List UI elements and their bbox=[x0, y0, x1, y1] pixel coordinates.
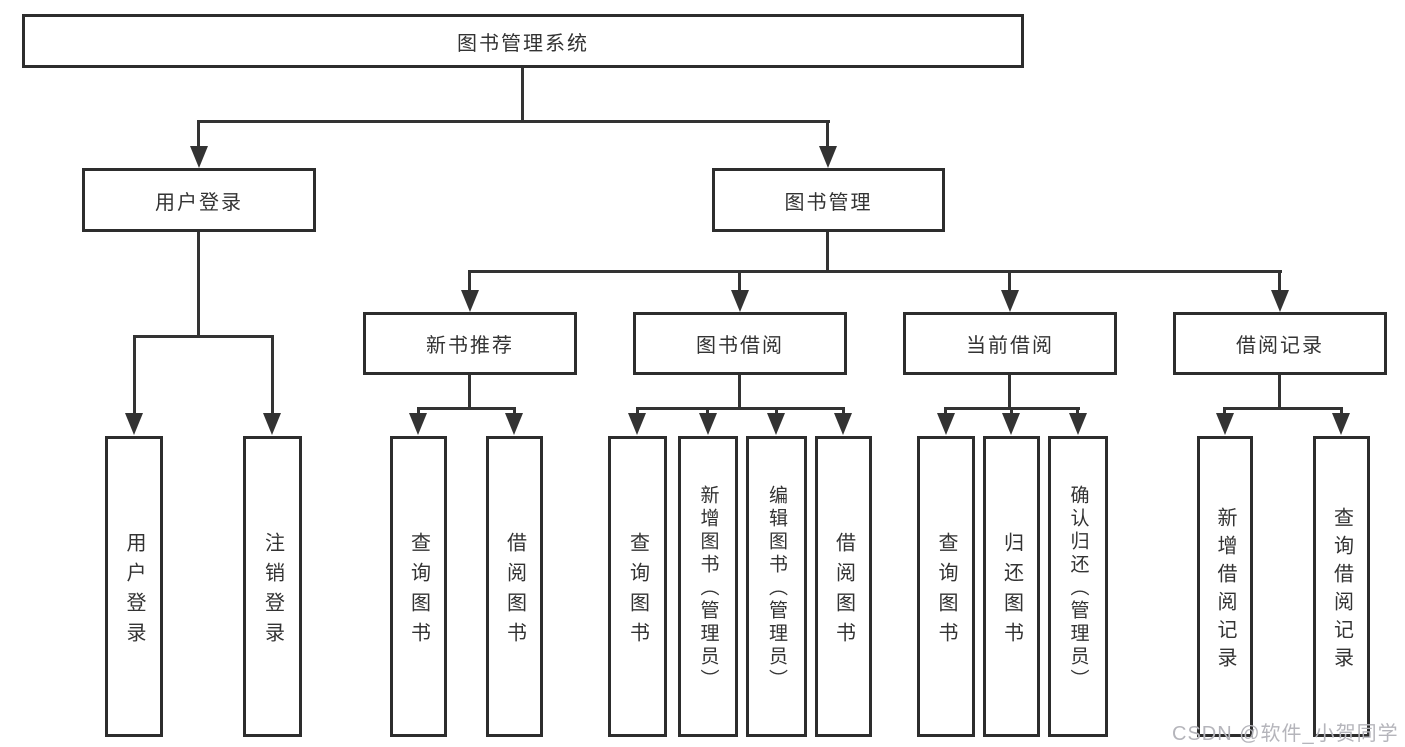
connector-segment bbox=[738, 375, 741, 409]
leaf-borrow-books-recommend: 借阅图书 bbox=[486, 436, 543, 737]
leaf-borrow-books: 借阅图书 bbox=[815, 436, 872, 737]
connector-bar bbox=[417, 407, 516, 410]
node-label: 编辑图书（管理员） bbox=[766, 485, 787, 692]
leaf-return-book: 归还图书 bbox=[983, 436, 1040, 737]
node-label: 用户登录 bbox=[123, 531, 145, 652]
connector-segment bbox=[738, 270, 741, 294]
arrowhead-down-icon bbox=[699, 413, 717, 435]
node-label: 新增图书（管理员） bbox=[697, 485, 719, 692]
leaf-query-books-recommend: 查询图书 bbox=[390, 436, 447, 737]
connector-book-mgmt-stem bbox=[826, 232, 829, 272]
node-label: 借阅图书 bbox=[832, 531, 855, 652]
connector-segment bbox=[197, 120, 200, 148]
connector-level2-bar bbox=[197, 120, 830, 123]
leaf-query-books-current: 查询图书 bbox=[917, 436, 975, 737]
arrowhead-down-icon bbox=[937, 413, 955, 435]
node-label: 确认归还（管理员） bbox=[1067, 485, 1089, 692]
connector-segment bbox=[775, 407, 778, 417]
arrowhead-down-icon bbox=[1332, 413, 1350, 435]
node-label: 新增借阅记录 bbox=[1214, 506, 1236, 675]
connector-segment bbox=[1008, 375, 1011, 409]
connector-segment bbox=[1278, 270, 1281, 294]
connector-segment bbox=[1076, 407, 1079, 417]
connector-segment bbox=[1010, 407, 1013, 417]
node-label: 借阅图书 bbox=[503, 531, 526, 652]
leaf-query-books-borrow: 查询图书 bbox=[608, 436, 667, 737]
node-label: 新书推荐 bbox=[426, 335, 514, 357]
connector-segment bbox=[1223, 407, 1226, 417]
leaf-add-book-admin: 新增图书（管理员） bbox=[678, 436, 738, 737]
node-label: 查询图书 bbox=[626, 531, 649, 652]
connector-segment bbox=[636, 407, 639, 417]
connector-segment bbox=[706, 407, 709, 417]
node-book-management: 图书管理 bbox=[712, 168, 945, 232]
node-label: 借阅记录 bbox=[1236, 335, 1324, 357]
arrowhead-down-icon bbox=[1216, 413, 1234, 435]
connector-segment bbox=[1008, 270, 1011, 294]
arrowhead-down-icon bbox=[628, 413, 646, 435]
connector-bar bbox=[636, 407, 845, 410]
arrowhead-down-icon bbox=[1001, 290, 1019, 312]
arrowhead-down-icon bbox=[1271, 290, 1289, 312]
connector-user-login-stem bbox=[197, 232, 200, 338]
connector-user-login-bar bbox=[133, 335, 274, 338]
arrowhead-down-icon bbox=[461, 290, 479, 312]
connector-segment bbox=[417, 407, 420, 417]
connector-segment bbox=[468, 270, 471, 294]
connector-segment bbox=[826, 120, 829, 148]
arrowhead-down-icon bbox=[767, 413, 785, 435]
connector-segment bbox=[1340, 407, 1343, 417]
connector-level3-bar bbox=[468, 270, 1282, 273]
node-label: 图书管理系统 bbox=[457, 32, 589, 55]
connector-segment bbox=[468, 375, 471, 409]
node-label: 图书管理 bbox=[784, 191, 873, 214]
watermark: CSDN @软件_小贺同学 bbox=[1172, 723, 1399, 745]
arrowhead-down-icon bbox=[1069, 413, 1087, 435]
arrowhead-down-icon bbox=[819, 146, 837, 168]
connector-segment bbox=[271, 335, 274, 415]
node-label: 图书借阅 bbox=[696, 335, 784, 357]
connector-segment bbox=[842, 407, 845, 417]
node-book-management-system: 图书管理系统 bbox=[22, 14, 1024, 68]
node-label: 查询图书 bbox=[407, 531, 430, 652]
node-new-book-recommend: 新书推荐 bbox=[363, 312, 577, 375]
leaf-add-borrow-record: 新增借阅记录 bbox=[1197, 436, 1253, 737]
node-user-login: 用户登录 bbox=[82, 168, 316, 232]
node-label: 用户登录 bbox=[155, 191, 243, 214]
connector-segment bbox=[944, 407, 947, 417]
arrowhead-down-icon bbox=[505, 413, 523, 435]
leaf-query-borrow-record: 查询借阅记录 bbox=[1313, 436, 1370, 737]
arrowhead-down-icon bbox=[190, 146, 208, 168]
node-label: 注销登录 bbox=[261, 531, 284, 652]
connector-segment bbox=[513, 407, 516, 417]
connector-root-stem bbox=[521, 68, 524, 123]
connector-segment bbox=[1278, 375, 1281, 409]
node-label: 查询借阅记录 bbox=[1330, 506, 1353, 675]
arrowhead-down-icon bbox=[263, 413, 281, 435]
node-borrowing-records: 借阅记录 bbox=[1173, 312, 1387, 375]
node-label: 查询图书 bbox=[935, 531, 957, 652]
arrowhead-down-icon bbox=[1002, 413, 1020, 435]
arrowhead-down-icon bbox=[731, 290, 749, 312]
leaf-user-login: 用户登录 bbox=[105, 436, 163, 737]
arrowhead-down-icon bbox=[834, 413, 852, 435]
leaf-edit-book-admin: 编辑图书（管理员） bbox=[746, 436, 807, 737]
leaf-logout: 注销登录 bbox=[243, 436, 302, 737]
leaf-confirm-return-admin: 确认归还（管理员） bbox=[1048, 436, 1108, 737]
arrowhead-down-icon bbox=[125, 413, 143, 435]
arrowhead-down-icon bbox=[409, 413, 427, 435]
connector-bar bbox=[1223, 407, 1343, 410]
node-current-borrowing: 当前借阅 bbox=[903, 312, 1117, 375]
node-label: 归还图书 bbox=[1000, 531, 1023, 652]
node-label: 当前借阅 bbox=[966, 335, 1054, 357]
node-book-borrowing: 图书借阅 bbox=[633, 312, 847, 375]
connector-segment bbox=[133, 335, 136, 415]
